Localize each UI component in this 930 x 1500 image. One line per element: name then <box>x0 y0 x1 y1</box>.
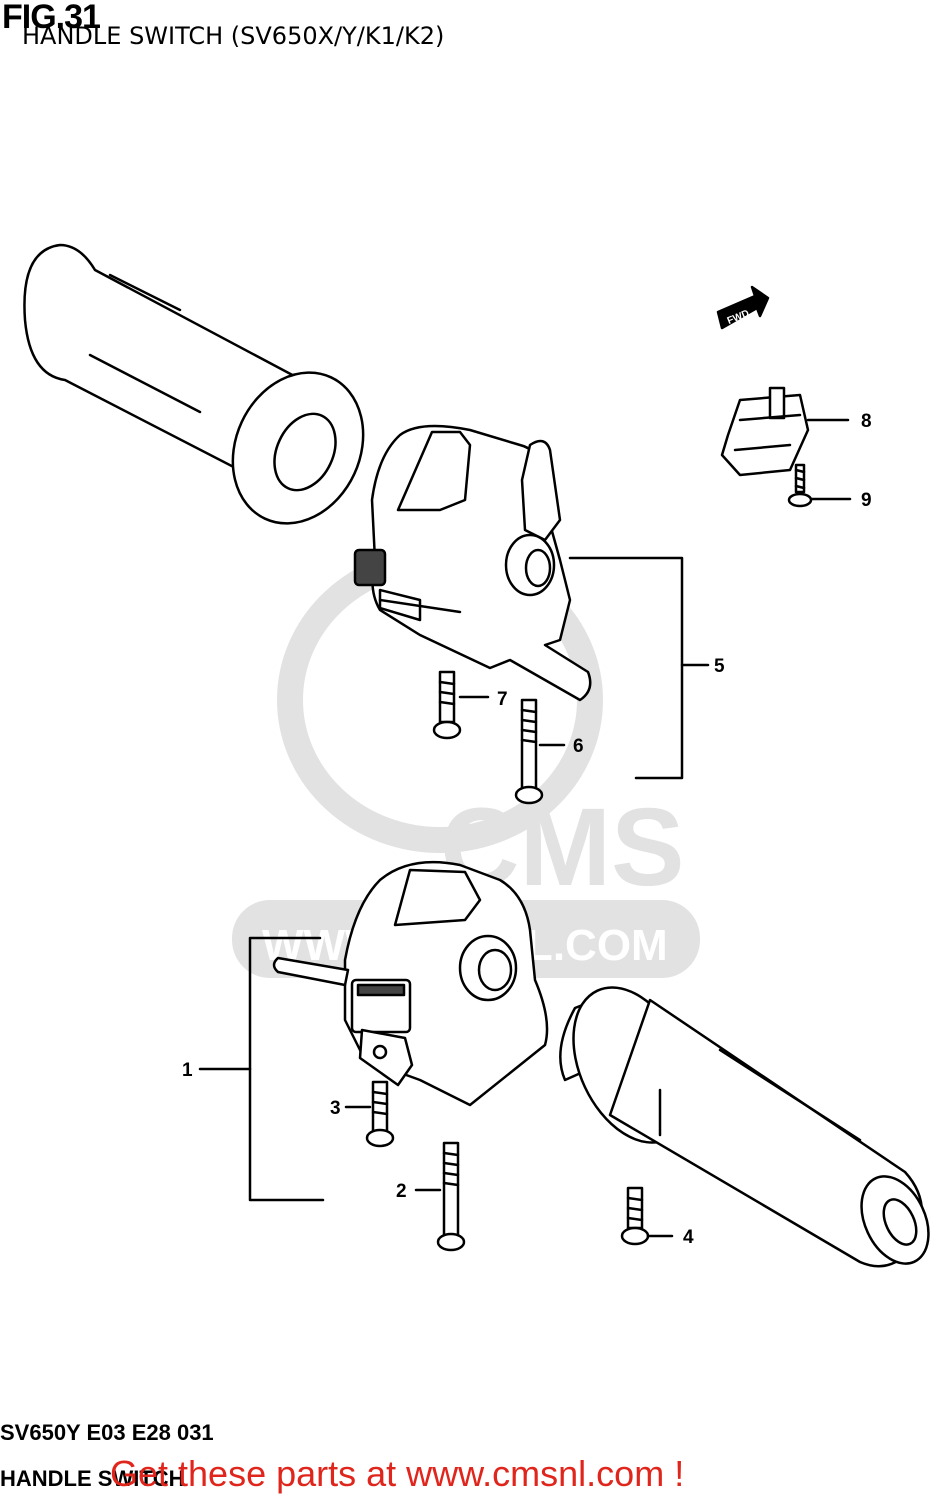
part-2-screw <box>414 1141 466 1252</box>
bracket-part-1 <box>198 936 325 1202</box>
part-5-left-switch-housing <box>353 424 592 702</box>
part-4-screw <box>620 1186 674 1246</box>
part-7-screw <box>432 670 490 740</box>
part-1-right-switch-housing <box>272 860 549 1107</box>
callout-4: 4 <box>683 1227 694 1248</box>
part-9-screw <box>787 463 813 508</box>
callout-8: 8 <box>861 411 872 432</box>
callout-7: 7 <box>497 689 508 710</box>
part-3-screw <box>344 1080 395 1148</box>
callout-3: 3 <box>330 1098 341 1119</box>
figure-title: FIG.31 <box>2 0 101 36</box>
bracket-part-5 <box>568 556 710 780</box>
callout-5: 5 <box>714 656 725 677</box>
callout-1: 1 <box>182 1060 193 1081</box>
right-grip <box>559 986 930 1268</box>
callout-6: 6 <box>573 736 584 757</box>
fwd-arrow-badge: FWD <box>716 285 770 330</box>
part-8-switch <box>720 386 810 477</box>
callout-labels: 1 2 3 4 5 6 7 8 9 <box>182 411 872 1248</box>
left-grip <box>23 243 365 525</box>
callout-2: 2 <box>396 1181 407 1202</box>
figure-subtitle: HANDLE SWITCH (SV650X/Y/K1/K2) <box>22 22 445 50</box>
drawing-code: SV650Y E03 E28 031 <box>0 1420 214 1445</box>
promo-link-text[interactable]: Get these parts at www.cmsnl.com ! <box>110 1453 685 1494</box>
callout-9: 9 <box>861 490 872 511</box>
part-6-screw <box>514 698 566 805</box>
drawing-name: HANDLE SWITCH <box>0 1466 185 1491</box>
